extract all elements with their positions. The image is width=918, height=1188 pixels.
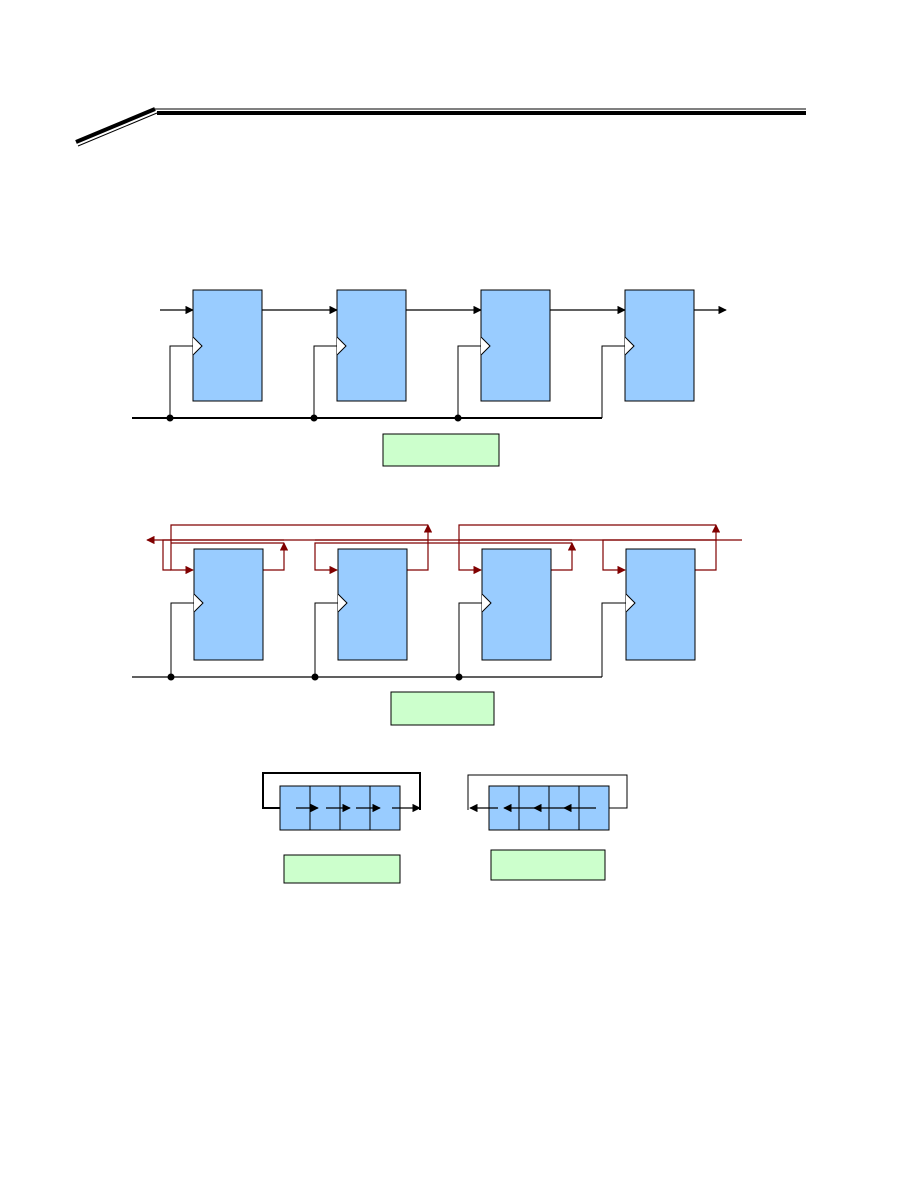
- rotate-right-register: [262, 772, 421, 884]
- ring-left-label-box: [283, 854, 401, 884]
- serial-shift-register-diagram: [132, 289, 727, 467]
- diagram-1-label-box: [382, 433, 500, 467]
- header-rule: [75, 107, 806, 147]
- flipflop-5: [193, 548, 264, 661]
- bidirectional-shift-register-diagram: [132, 524, 742, 726]
- flipflop-4: [624, 289, 695, 402]
- clock-bus-2: [132, 602, 626, 681]
- ring-right-label-box: [490, 849, 606, 881]
- clock-bus-1: [132, 345, 625, 422]
- feedback-wires: [146, 524, 742, 575]
- flipflop-8: [625, 548, 696, 661]
- flipflop-3: [480, 289, 551, 402]
- flipflop-2: [336, 289, 407, 402]
- flipflop-7: [481, 548, 552, 661]
- flipflop-6: [337, 548, 408, 661]
- flipflop-1: [192, 289, 263, 402]
- rotate-left-register: [467, 774, 628, 881]
- diagram-2-label-box: [390, 691, 495, 726]
